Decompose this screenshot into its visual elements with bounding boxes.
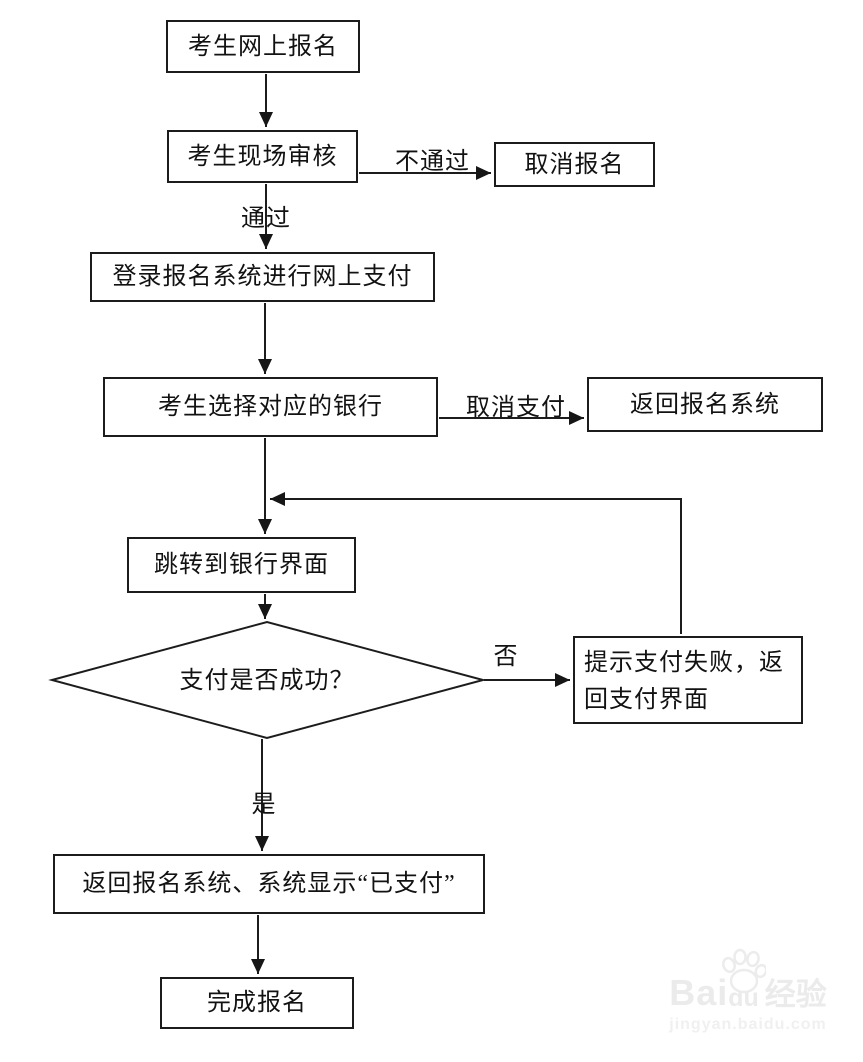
node-payment-check-label: 支付是否成功？ — [179, 668, 355, 694]
node-login-payment: 登录报名系统进行网上支付 — [90, 252, 435, 302]
node-bank-page: 跳转到银行界面 — [127, 537, 356, 593]
watermark-url: jingyan.baidu.com — [669, 1016, 827, 1033]
edge-label-not-passed: 不通过 — [395, 149, 470, 175]
node-onsite-review: 考生现场审核 — [167, 130, 358, 183]
node-return-paid: 返回报名系统、系统显示“已支付” — [53, 854, 485, 914]
decision-diamond-shape — [48, 620, 487, 740]
edge-label-cancel-payment: 取消支付 — [466, 395, 566, 421]
node-payment-failed: 提示支付失败，返回支付界面 — [573, 636, 803, 724]
node-select-bank: 考生选择对应的银行 — [103, 377, 438, 437]
watermark-brand-cn: 经验 — [764, 977, 827, 1012]
node-cancel-register: 取消报名 — [494, 142, 655, 187]
edge-label-no: 否 — [493, 644, 519, 670]
node-return-system: 返回报名系统 — [587, 377, 823, 432]
paw-icon — [722, 948, 766, 994]
edge-label-passed: 通过 — [241, 206, 291, 232]
node-complete: 完成报名 — [160, 977, 354, 1029]
edge-paymentfailed-loopback — [270, 492, 682, 634]
watermark-brand-left: Bai — [669, 972, 729, 1013]
node-online-register: 考生网上报名 — [166, 20, 360, 73]
edge-label-yes: 是 — [251, 792, 277, 818]
